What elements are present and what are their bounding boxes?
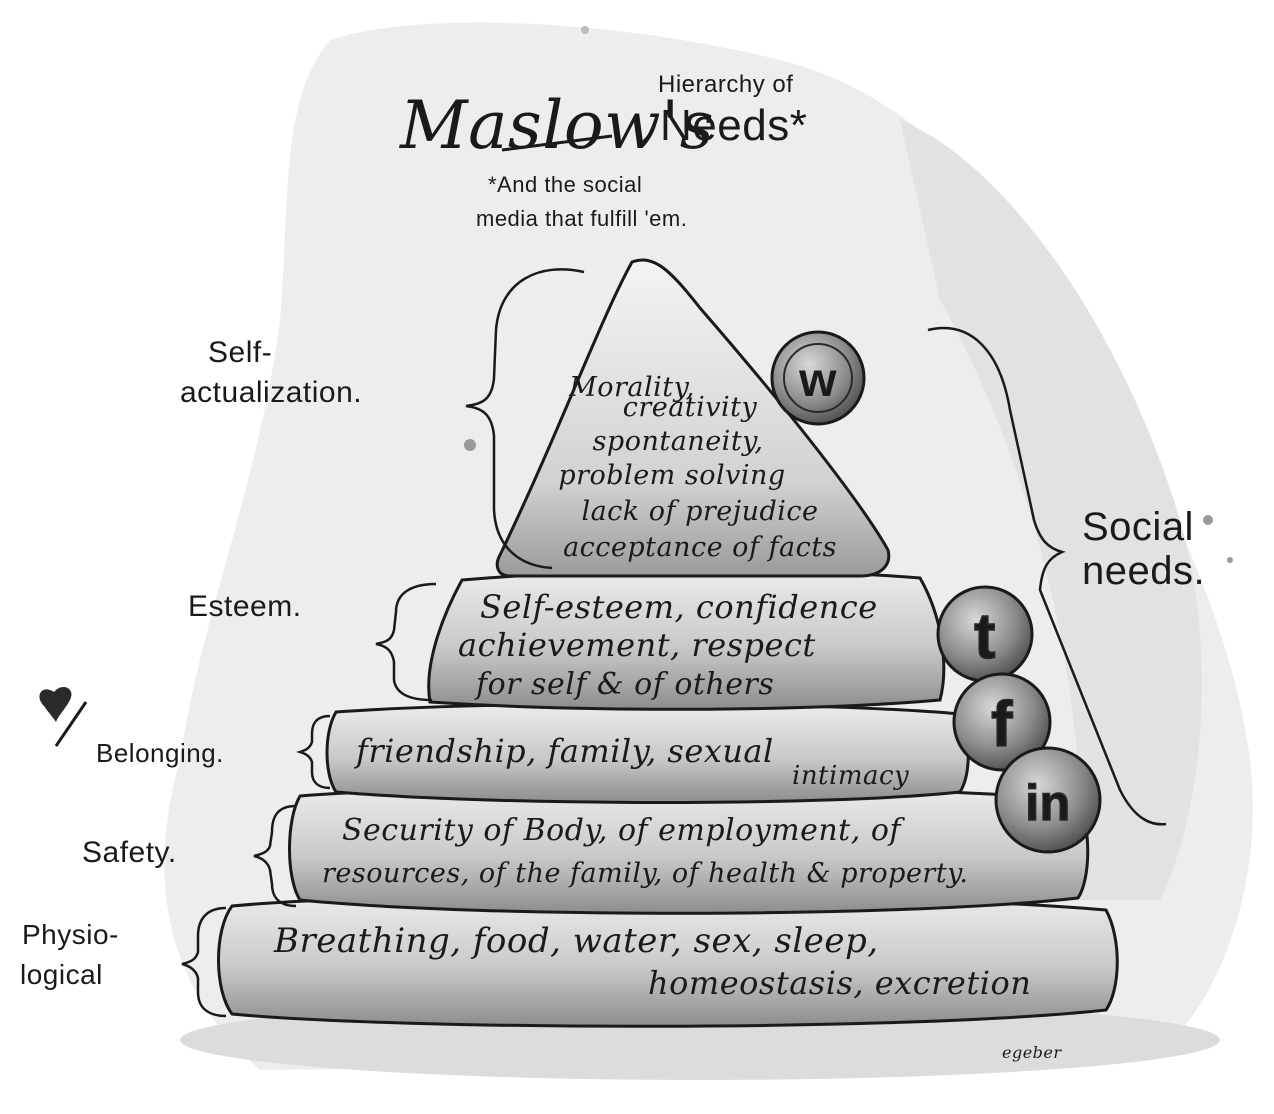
content-line: resources, of the family, of health & pr…: [322, 858, 968, 889]
icon-glyph: in: [1025, 775, 1070, 831]
title-block: Maslow's Hierarchy of Needs* *And the so…: [399, 71, 807, 231]
icon-glyph: t: [974, 600, 996, 672]
label-physiological-line2: logical: [20, 959, 103, 990]
label-social-needs-line1: Social: [1082, 505, 1194, 549]
slash-divider: [54, 701, 88, 747]
content-line: friendship, family, sexual: [354, 732, 774, 770]
icon-glyph: f: [991, 688, 1013, 760]
label-esteem: Esteem.: [188, 590, 302, 623]
brace-esteem: [375, 582, 437, 702]
content-line: acceptance of facts: [563, 532, 837, 563]
content-line: intimacy: [792, 761, 909, 791]
label-belonging: Belonging.: [96, 738, 224, 768]
title-footnote-line1: *And the social: [488, 172, 642, 197]
tier-self-actualization: [495, 258, 891, 578]
title-sub-line2: Needs*: [660, 101, 807, 150]
tier-text-safety: Security of Body, of employment, of reso…: [322, 813, 968, 889]
linkedin-icon: in: [994, 746, 1102, 854]
content-line: for self & of others: [474, 667, 774, 702]
tier-text-self-actualization: Morality, creativity spontaneity, proble…: [558, 372, 837, 563]
wordpress-icon: w: [770, 330, 866, 426]
label-safety: Safety.: [82, 836, 177, 869]
title-main: Maslow's: [399, 87, 714, 164]
content-line: Morality,: [568, 372, 695, 403]
tier-safety: [288, 785, 1090, 915]
tier-text-belonging: friendship, family, sexual intimacy: [354, 732, 909, 791]
content-line: lack of prejudice: [581, 496, 818, 527]
tier-text-esteem: Self-esteem, confidence achievement, res…: [458, 588, 878, 702]
content-line: Security of Body, of employment, of: [342, 813, 905, 848]
label-physiological-line1: Physio-: [22, 919, 119, 950]
label-social-needs-line2: needs.: [1082, 549, 1205, 593]
pyramid: [217, 258, 1119, 1028]
content-line: Breathing, food, water, sex, sleep,: [273, 921, 879, 961]
social-needs-group: Social needs.: [927, 326, 1205, 826]
title-underline: [501, 134, 613, 152]
brace-self-actualization: [465, 268, 585, 570]
content-line: creativity: [623, 392, 758, 423]
icon-glyph: w: [798, 354, 837, 407]
level-labels: Self- actualization. Esteem. Belonging. …: [20, 268, 585, 1018]
brace-safety: [253, 804, 297, 908]
content-line: Self-esteem, confidence: [480, 588, 878, 626]
brace-physiological: [181, 906, 227, 1018]
content-line: achievement, respect: [458, 626, 816, 664]
social-icons: w t f in: [770, 330, 1102, 854]
label-self-actualization-line1: Self-: [208, 336, 272, 369]
content-line: problem solving: [558, 460, 785, 491]
twitter-icon: t: [936, 585, 1034, 683]
tier-text-physiological: Breathing, food, water, sex, sleep, home…: [273, 921, 1031, 1002]
heart-icon: [39, 686, 72, 722]
brace-social-needs: [927, 326, 1167, 826]
artist-signature: egeber: [1002, 1043, 1062, 1062]
title-sub-line1: Hierarchy of: [658, 71, 793, 98]
facebook-icon: f: [952, 672, 1052, 772]
label-self-actualization-line2: actualization.: [180, 376, 362, 409]
content-line: spontaneity,: [593, 426, 764, 457]
title-footnote-line2: media that fulfill 'em.: [476, 206, 687, 231]
brace-belonging: [296, 714, 331, 790]
content-line: homeostasis, excretion: [648, 964, 1031, 1002]
